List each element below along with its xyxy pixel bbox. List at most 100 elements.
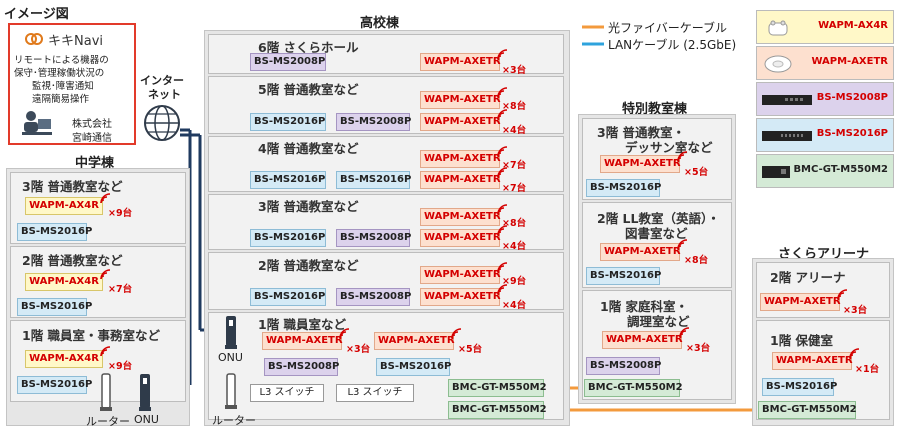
koko-media-converter-2: BMC-GT-M550M2 xyxy=(448,401,547,419)
chugaku-f2-ap: WAPM-AX4R xyxy=(25,273,103,291)
chugaku-onu-label: ONU xyxy=(134,413,159,426)
kikinavi-box: キキNavi リモートによる機器の 保守･管理稼働状況の 監視･障害通知 遠隔簡… xyxy=(8,23,136,145)
koko-f5-count1: ×8台 xyxy=(502,101,527,112)
chugaku-f1-count: ×9台 xyxy=(108,361,133,372)
chugaku-f2-switch: BS-MS2016P xyxy=(17,298,92,316)
koko-router-icon xyxy=(225,373,237,409)
wifi-signal-icon xyxy=(100,346,111,357)
koko-f5-label: 5階 普通教室など xyxy=(258,82,359,97)
company-line-1: 株式会社 xyxy=(72,119,112,130)
chugaku-title: 中学棟 xyxy=(75,156,115,171)
koko-f3-count2: ×4台 xyxy=(502,241,527,252)
koko-router-label: ルーター xyxy=(212,414,256,427)
koko-f2-switch2: BS-MS2008P xyxy=(336,288,411,306)
koko-f1-ap1: WAPM-AXETR xyxy=(262,332,343,350)
wifi-signal-icon xyxy=(100,269,111,280)
koko-f3-ap2: WAPM-AXETR xyxy=(420,229,501,247)
chugaku-f2-count: ×7台 xyxy=(108,284,133,295)
tokubetsu-f3-count: ×5台 xyxy=(684,167,709,178)
koko-l3-switch-2: L3 スイッチ xyxy=(336,384,414,402)
koko-f4-ap1: WAPM-AXETR xyxy=(420,150,501,168)
koko-f6-ap: WAPM-AXETR xyxy=(420,53,501,71)
arena-f1-ap: WAPM-AXETR xyxy=(772,352,853,370)
tokubetsu-f2-ap: WAPM-AXETR xyxy=(600,243,681,261)
tokubetsu-f2-count: ×8台 xyxy=(684,255,709,266)
chugaku-f1-ap: WAPM-AX4R xyxy=(25,350,103,368)
wifi-signal-icon xyxy=(677,151,688,162)
koko-f2-switch1: BS-MS2016P xyxy=(250,288,326,306)
internet-label-2: ネット xyxy=(148,88,181,101)
switch-2008p-icon xyxy=(762,95,812,105)
wifi-signal-icon xyxy=(837,289,848,300)
koko-f4-count2: ×7台 xyxy=(502,183,527,194)
legend-bmc-gt: BMC-GT-M550M2 xyxy=(756,154,894,188)
arena-media-converter: BMC-GT-M550M2 xyxy=(758,401,857,419)
arena-f1-count: ×1台 xyxy=(855,364,880,375)
chugaku-router-label: ルーター xyxy=(86,415,130,428)
koko-f4-switch1: BS-MS2016P xyxy=(250,171,326,189)
kikinavi-line-1: リモートによる機器の xyxy=(14,55,109,66)
chugaku-router-icon xyxy=(100,373,112,411)
legend-fiber: 光ファイバーケーブル xyxy=(608,21,728,35)
koko-f2-count1: ×9台 xyxy=(502,276,527,287)
kikinavi-brand: キキNavi xyxy=(48,34,103,49)
legend-bs-ms2008p: BS-MS2008P xyxy=(756,82,894,116)
koko-f2-ap2: WAPM-AXETR xyxy=(420,288,501,306)
legend-wapm-axetr: WAPM-AXETR xyxy=(756,46,894,80)
page-title: イメージ図 xyxy=(4,7,69,22)
device-legend: WAPM-AX4R WAPM-AXETR BS-MS2008P BS-MS201… xyxy=(756,10,896,188)
tokubetsu-f1-label-1: 1階 家庭科室・ xyxy=(600,299,689,314)
koko-f1-ap2: WAPM-AXETR xyxy=(374,332,455,350)
wifi-signal-icon xyxy=(339,328,350,339)
koko-f5-ap2: WAPM-AXETR xyxy=(420,113,501,131)
kikinavi-line-2: 保守･管理稼働状況の xyxy=(14,68,105,79)
chugaku-f3-switch: BS-MS2016P xyxy=(17,223,92,241)
kikinavi-logo-icon xyxy=(24,30,44,48)
media-converter-icon xyxy=(762,166,790,178)
wifi-signal-icon xyxy=(497,262,508,273)
wifi-signal-icon xyxy=(849,348,860,359)
koko-f5-switch1: BS-MS2016P xyxy=(250,113,326,131)
koko-f1-count2: ×5台 xyxy=(458,344,483,355)
koko-f5-switch2: BS-MS2008P xyxy=(336,113,411,131)
legend-bs-ms2016p: BS-MS2016P xyxy=(756,118,894,152)
wifi-signal-icon xyxy=(451,328,462,339)
chugaku-f2-label: 2階 普通教室など xyxy=(22,253,123,268)
koko-title: 高校棟 xyxy=(360,16,400,31)
legend-bs-ms2016p-label: BS-MS2016P xyxy=(816,128,888,139)
koko-f3-ap1: WAPM-AXETR xyxy=(420,208,501,226)
legend-wapm-ax4r: WAPM-AX4R xyxy=(756,10,894,44)
koko-f6-switch: BS-MS2008P xyxy=(250,53,326,71)
wifi-signal-icon xyxy=(497,146,508,157)
arena-f1-label: 1階 保健室 xyxy=(770,333,834,348)
operator-icon xyxy=(20,109,54,139)
chugaku-onu-icon xyxy=(139,374,151,411)
tokubetsu-f1-count: ×3台 xyxy=(686,343,711,354)
arena-f2-count: ×3台 xyxy=(843,305,868,316)
koko-media-converter-1: BMC-GT-M550M2 xyxy=(448,379,547,397)
internet-label-1: インター xyxy=(140,74,184,87)
wifi-signal-icon xyxy=(497,284,508,295)
chugaku-f3-count: ×9台 xyxy=(108,208,133,219)
legend-wapm-axetr-label: WAPM-AXETR xyxy=(811,56,888,67)
chugaku-f1-label: 1階 職員室・事務室など xyxy=(22,328,161,343)
koko-f2-ap1: WAPM-AXETR xyxy=(420,266,501,284)
koko-f1-label: 1階 職員室など xyxy=(258,317,347,332)
wifi-signal-icon xyxy=(679,327,690,338)
koko-f3-switch2: BS-MS2008P xyxy=(336,229,411,247)
koko-f4-switch2: BS-MS2016P xyxy=(336,171,411,189)
wifi-signal-icon xyxy=(497,167,508,178)
koko-f5-count2: ×4台 xyxy=(502,125,527,136)
kikinavi-line-4: 遠隔簡易操作 xyxy=(32,94,90,105)
koko-f1-count1: ×3台 xyxy=(346,344,371,355)
wifi-signal-icon xyxy=(497,225,508,236)
chugaku-f3-ap: WAPM-AX4R xyxy=(25,197,103,215)
koko-f2-count2: ×4台 xyxy=(502,300,527,311)
koko-f6-label: 6階 さくらホール xyxy=(258,40,359,55)
tokubetsu-f3-ap: WAPM-AXETR xyxy=(600,155,681,173)
wifi-signal-icon xyxy=(497,109,508,120)
koko-f4-label: 4階 普通教室など xyxy=(258,141,359,156)
tokubetsu-f1-ap: WAPM-AXETR xyxy=(602,331,683,349)
koko-f3-switch1: BS-MS2016P xyxy=(250,229,326,247)
koko-f1-switch1: BS-MS2008P xyxy=(264,358,339,376)
